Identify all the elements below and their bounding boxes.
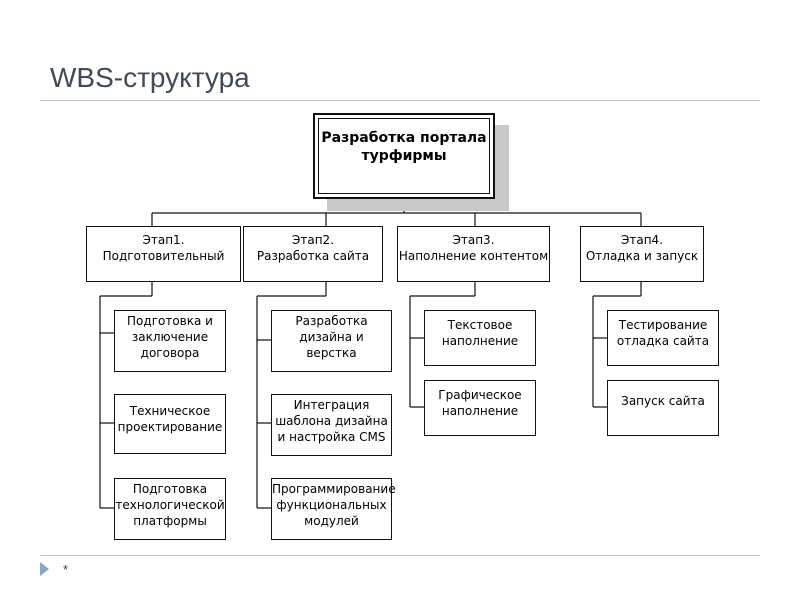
slide-title: WBS-структура <box>50 62 250 93</box>
stage-node-1: Этап1. Подготовительный <box>86 226 241 282</box>
stage-node-4: Этап4. Отладка и запуск <box>580 226 704 282</box>
task-node-1-1: Подготовка и заключение договора <box>114 310 226 372</box>
task-node-4-1: Тестирование отладка сайта <box>607 310 719 366</box>
task-node-4-2: Запуск сайта <box>607 380 719 436</box>
root-node: Разработка портала турфирмы <box>313 113 495 199</box>
footer-arrow-icon <box>40 562 49 576</box>
task-node-2-1: Разработка дизайна и верстка <box>271 310 392 372</box>
task-node-2-3: Программирование функциональных модулей <box>271 478 396 540</box>
task-node-1-3: Подготовка технологической платформы <box>114 478 226 540</box>
task-node-3-2: Графическое наполнение <box>424 380 536 436</box>
slide-number: * <box>63 562 69 577</box>
stage-node-3: Этап3. Наполнение контентом <box>397 226 550 282</box>
task-node-1-2: Техническое проектирование <box>114 394 226 454</box>
root-node-label: Разработка портала турфирмы <box>318 118 490 194</box>
task-node-3-1: Текстовое наполнение <box>424 310 536 366</box>
stage-node-2: Этап2. Разработка сайта <box>243 226 383 282</box>
footer-divider <box>40 555 760 556</box>
task-node-2-2: Интеграция шаблона дизайна и настройка C… <box>271 394 392 456</box>
title-divider <box>40 100 760 101</box>
